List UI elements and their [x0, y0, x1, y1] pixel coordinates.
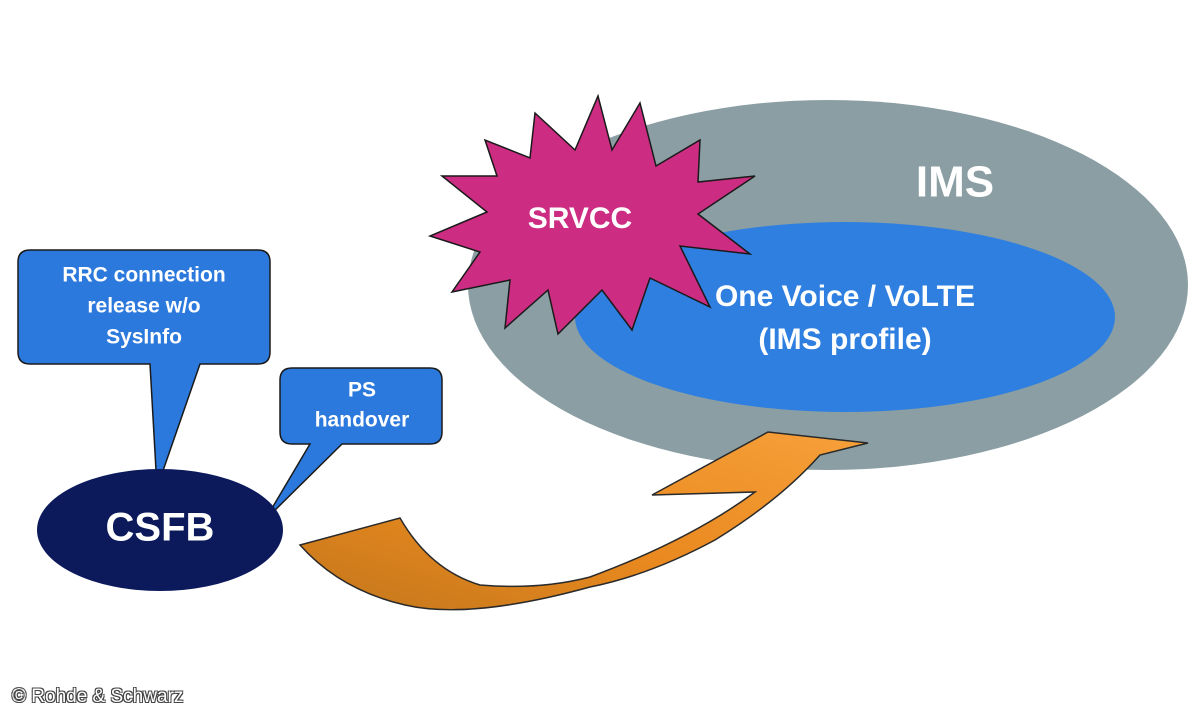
- srvcc-label: SRVCC: [528, 202, 632, 235]
- callout-rrc-line3: SysInfo: [106, 326, 182, 349]
- transition-arrow: [298, 431, 869, 611]
- callout-rrc-line2: release w/o: [87, 295, 200, 318]
- volte-label-line1: One Voice / VoLTE: [715, 280, 975, 313]
- volte-ellipse: [575, 222, 1115, 412]
- volte-label-line2: (IMS profile): [758, 323, 931, 356]
- csfb-ellipse: [37, 469, 283, 591]
- copyright-credit: © Rohde & Schwarz: [12, 686, 184, 707]
- callout-ps-line2: handover: [315, 409, 410, 432]
- callout-ps-bubble: [264, 367, 443, 521]
- callout-rrc-bubble: [17, 249, 271, 489]
- callout-ps-line1: PS: [348, 379, 376, 402]
- csfb-label: CSFB: [106, 506, 215, 550]
- srvcc-starburst: [427, 93, 756, 336]
- callout-rrc-line1: RRC connection: [62, 264, 225, 287]
- ims-label: IMS: [916, 158, 994, 207]
